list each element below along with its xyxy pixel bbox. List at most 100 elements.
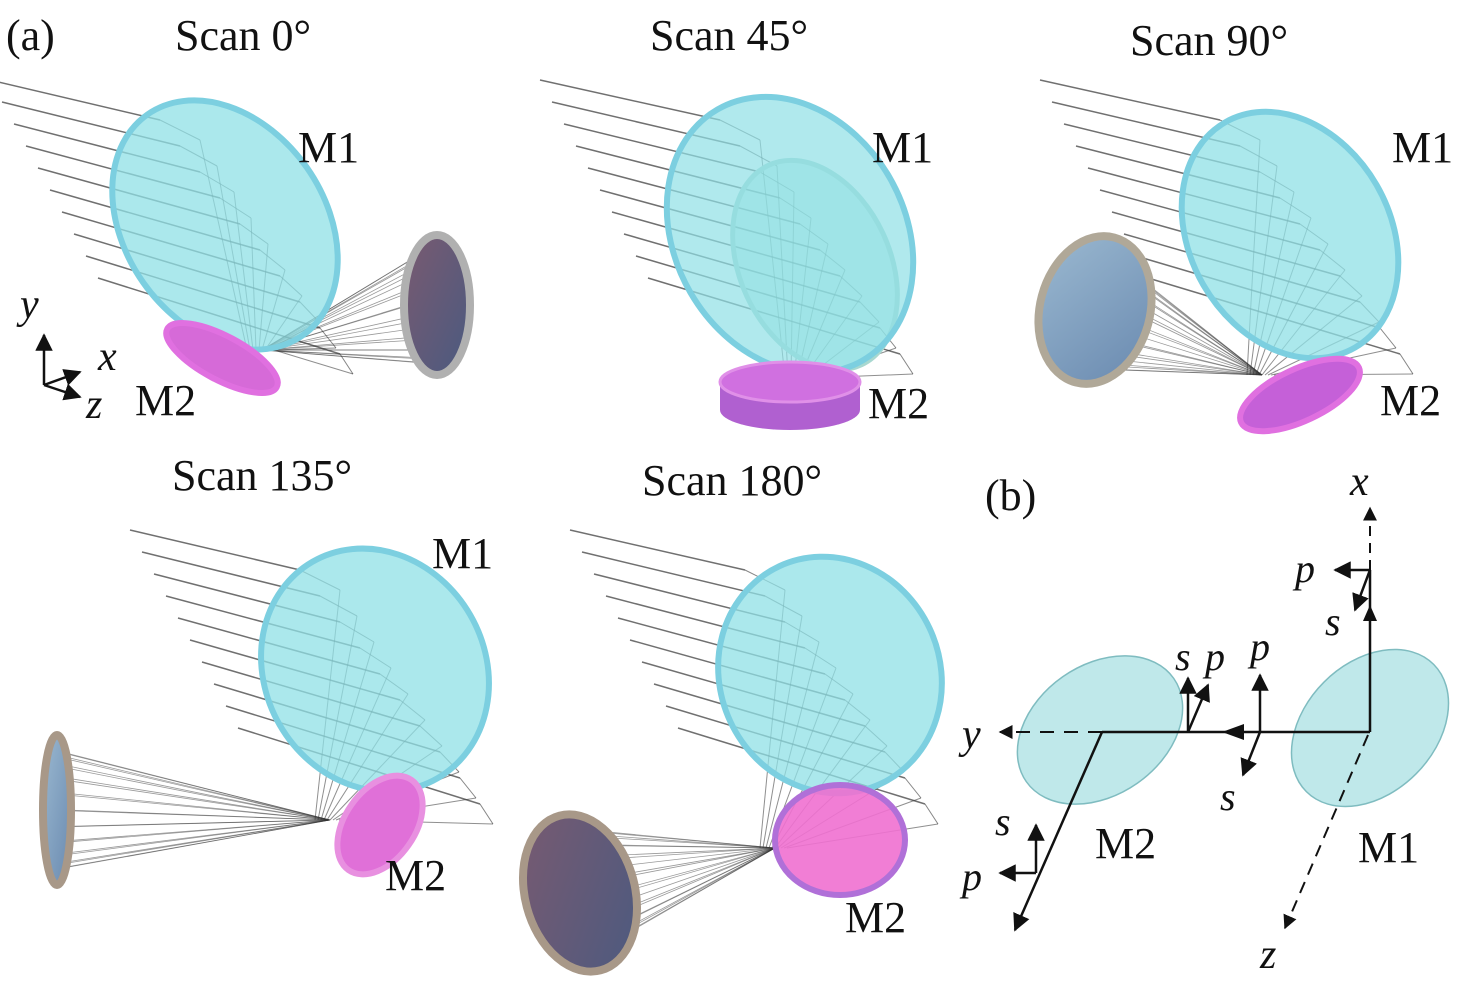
scan-90-panel: Scan 90° M1 M2 <box>1034 16 1453 435</box>
mirror-m1 <box>663 93 917 377</box>
axis-z-label: z <box>1259 932 1276 978</box>
panel-a-tag: (a) <box>6 11 55 60</box>
ray <box>899 353 914 375</box>
scan-title: Scan 0° <box>175 11 311 60</box>
detector <box>400 231 474 379</box>
ray <box>1134 309 1263 376</box>
s-vector <box>1352 569 1372 612</box>
mirror-m2 <box>163 320 281 396</box>
ray <box>52 819 331 865</box>
scan-title: Scan 135° <box>172 451 352 500</box>
mirror-m1 <box>258 545 492 795</box>
ray <box>47 819 331 828</box>
mirror-m1 <box>1178 108 1402 362</box>
beam-arrow <box>1222 724 1244 740</box>
axis-x-label: x <box>97 334 117 380</box>
m2-label: M2 <box>385 851 446 900</box>
ray <box>596 834 776 849</box>
coordinate-axes: y x z <box>16 282 117 428</box>
ray <box>50 819 331 856</box>
ray <box>47 809 331 821</box>
panel-b-tag: (b) <box>985 471 1036 520</box>
ray <box>618 847 776 912</box>
detector <box>518 810 642 976</box>
ray <box>0 81 161 121</box>
ray <box>459 777 477 799</box>
ray <box>1399 353 1414 375</box>
ray <box>1039 79 1221 121</box>
s-label: s <box>1325 599 1341 644</box>
ray <box>924 803 939 825</box>
scan-180-panel: Scan 180° M2 <box>518 456 945 976</box>
m2-label: M2 <box>845 893 906 942</box>
ray <box>58 750 331 821</box>
mirror-m2 <box>718 360 862 404</box>
mirror-m2 <box>1237 355 1363 435</box>
m2-label: M2 <box>1380 376 1441 425</box>
scan-title: Scan 180° <box>642 456 822 505</box>
ray <box>261 336 415 351</box>
z-axis <box>1283 734 1369 930</box>
ray <box>48 819 331 843</box>
ray <box>904 777 922 799</box>
panel-b-polarization-diagram: (b) M2 M1 x y z p s p s s p s p <box>958 459 1450 978</box>
axis-y-label: y <box>958 712 981 758</box>
ray <box>585 829 776 849</box>
s-label: s <box>1220 774 1236 819</box>
p-vector <box>1186 683 1210 733</box>
ray <box>129 529 301 571</box>
ray <box>479 803 494 825</box>
m1-label: M1 <box>1358 823 1419 872</box>
mirror-m2 <box>1016 655 1184 805</box>
beam-arrow <box>1363 605 1377 621</box>
mirror-m1 <box>1290 648 1450 808</box>
ray <box>339 353 354 375</box>
mirror-m2 <box>772 782 908 898</box>
ray <box>261 349 434 365</box>
s-label: s <box>995 799 1011 844</box>
ray <box>65 777 331 821</box>
scan-title: Scan 90° <box>1130 16 1288 65</box>
ray <box>55 819 331 870</box>
ray <box>48 777 331 821</box>
m1-label: M1 <box>1392 123 1453 172</box>
scan-0-panel: Scan 0° M1 M2 y x z <box>16 11 474 428</box>
m2-label: M2 <box>1095 819 1156 868</box>
ray <box>606 844 776 849</box>
s-label: s <box>1175 634 1191 679</box>
ray <box>273 349 354 375</box>
ray <box>613 847 776 859</box>
m1-label: M1 <box>432 529 493 578</box>
m2-label: M2 <box>868 379 929 428</box>
m1-label: M1 <box>298 123 359 172</box>
ray <box>1121 354 1263 376</box>
axis-x-label: x <box>1349 459 1369 505</box>
ray <box>60 755 331 821</box>
mirror-m1 <box>715 553 945 797</box>
ray <box>618 847 776 876</box>
ray <box>1379 327 1397 349</box>
p-label: p <box>1202 634 1225 679</box>
ray <box>50 764 331 821</box>
detector <box>1034 232 1156 388</box>
scan-title: Scan 45° <box>650 11 808 60</box>
detector <box>39 731 75 889</box>
axis-z-label: z <box>85 382 102 428</box>
scan-135-panel: Scan 135° M1 M2 <box>39 451 493 900</box>
ray <box>619 847 776 894</box>
ray <box>63 764 331 821</box>
p-label: p <box>1292 546 1315 591</box>
ray <box>569 529 746 571</box>
m2-label: M2 <box>135 376 196 425</box>
axis-y-label: y <box>16 282 39 328</box>
mirror-m1 <box>109 97 341 353</box>
scan-45-panel: Scan 45° M1 M2 <box>650 11 933 430</box>
ray <box>539 79 721 121</box>
ray <box>581 551 766 597</box>
mirror-m2 <box>334 772 426 878</box>
p-label: p <box>1247 624 1270 669</box>
ray <box>261 349 427 360</box>
ray <box>1133 326 1263 376</box>
beam-reflected <box>1013 731 1104 932</box>
